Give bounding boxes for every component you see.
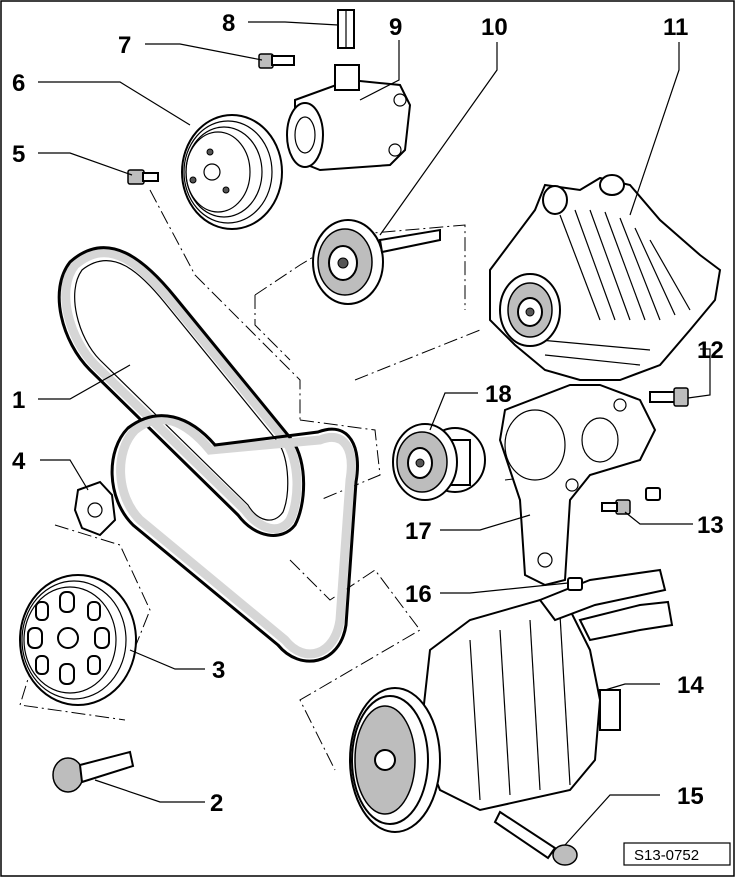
callout-11: 11 bbox=[663, 14, 688, 41]
callout-7: 7 bbox=[118, 32, 131, 59]
screw-5 bbox=[127, 169, 159, 185]
callout-2: 2 bbox=[210, 790, 223, 817]
pulley-6 bbox=[181, 114, 283, 230]
pin-8 bbox=[337, 9, 355, 49]
idler-pulley-10 bbox=[312, 219, 441, 305]
ac-compressor-14 bbox=[349, 568, 674, 833]
bracket-17 bbox=[498, 384, 657, 587]
bolt-12 bbox=[649, 387, 689, 407]
bolt-7 bbox=[258, 53, 295, 69]
callout-10: 10 bbox=[481, 14, 508, 41]
washer-plate-4 bbox=[73, 480, 117, 537]
callout-9: 9 bbox=[389, 14, 402, 41]
leader-lines bbox=[38, 21, 711, 846]
callout-18: 18 bbox=[485, 381, 512, 408]
callout-14: 14 bbox=[677, 672, 704, 699]
alternator-11 bbox=[489, 174, 722, 381]
ribbed-belt-secondary bbox=[110, 414, 359, 663]
reference-code: S13-0752 bbox=[634, 847, 699, 864]
callout-8: 8 bbox=[222, 10, 235, 37]
callout-6: 6 bbox=[12, 70, 25, 97]
callout-4: 4 bbox=[12, 448, 26, 475]
assembly-lines bbox=[19, 189, 586, 771]
callout-5: 5 bbox=[12, 141, 25, 168]
bolt-2 bbox=[52, 750, 135, 793]
crankshaft-pulley-3 bbox=[19, 574, 137, 706]
tensioner-pulley-18 bbox=[392, 423, 486, 501]
callout-15: 15 bbox=[677, 783, 704, 810]
callout-3: 3 bbox=[212, 657, 225, 684]
pump-9 bbox=[286, 64, 412, 172]
callout-labels: 1 2 3 4 5 6 7 8 9 10 11 12 13 14 15 16 1… bbox=[12, 10, 724, 817]
reference-code-box: S13-0752 bbox=[623, 842, 731, 866]
callout-13: 13 bbox=[697, 512, 724, 539]
callout-12: 12 bbox=[697, 337, 724, 364]
callout-17: 17 bbox=[405, 518, 432, 545]
ribbed-belt-main bbox=[57, 246, 306, 537]
callout-16: 16 bbox=[405, 581, 432, 608]
bolt-15 bbox=[493, 810, 578, 866]
bolt-13 bbox=[601, 487, 661, 515]
nut-16 bbox=[567, 577, 583, 591]
callout-1: 1 bbox=[12, 387, 25, 414]
